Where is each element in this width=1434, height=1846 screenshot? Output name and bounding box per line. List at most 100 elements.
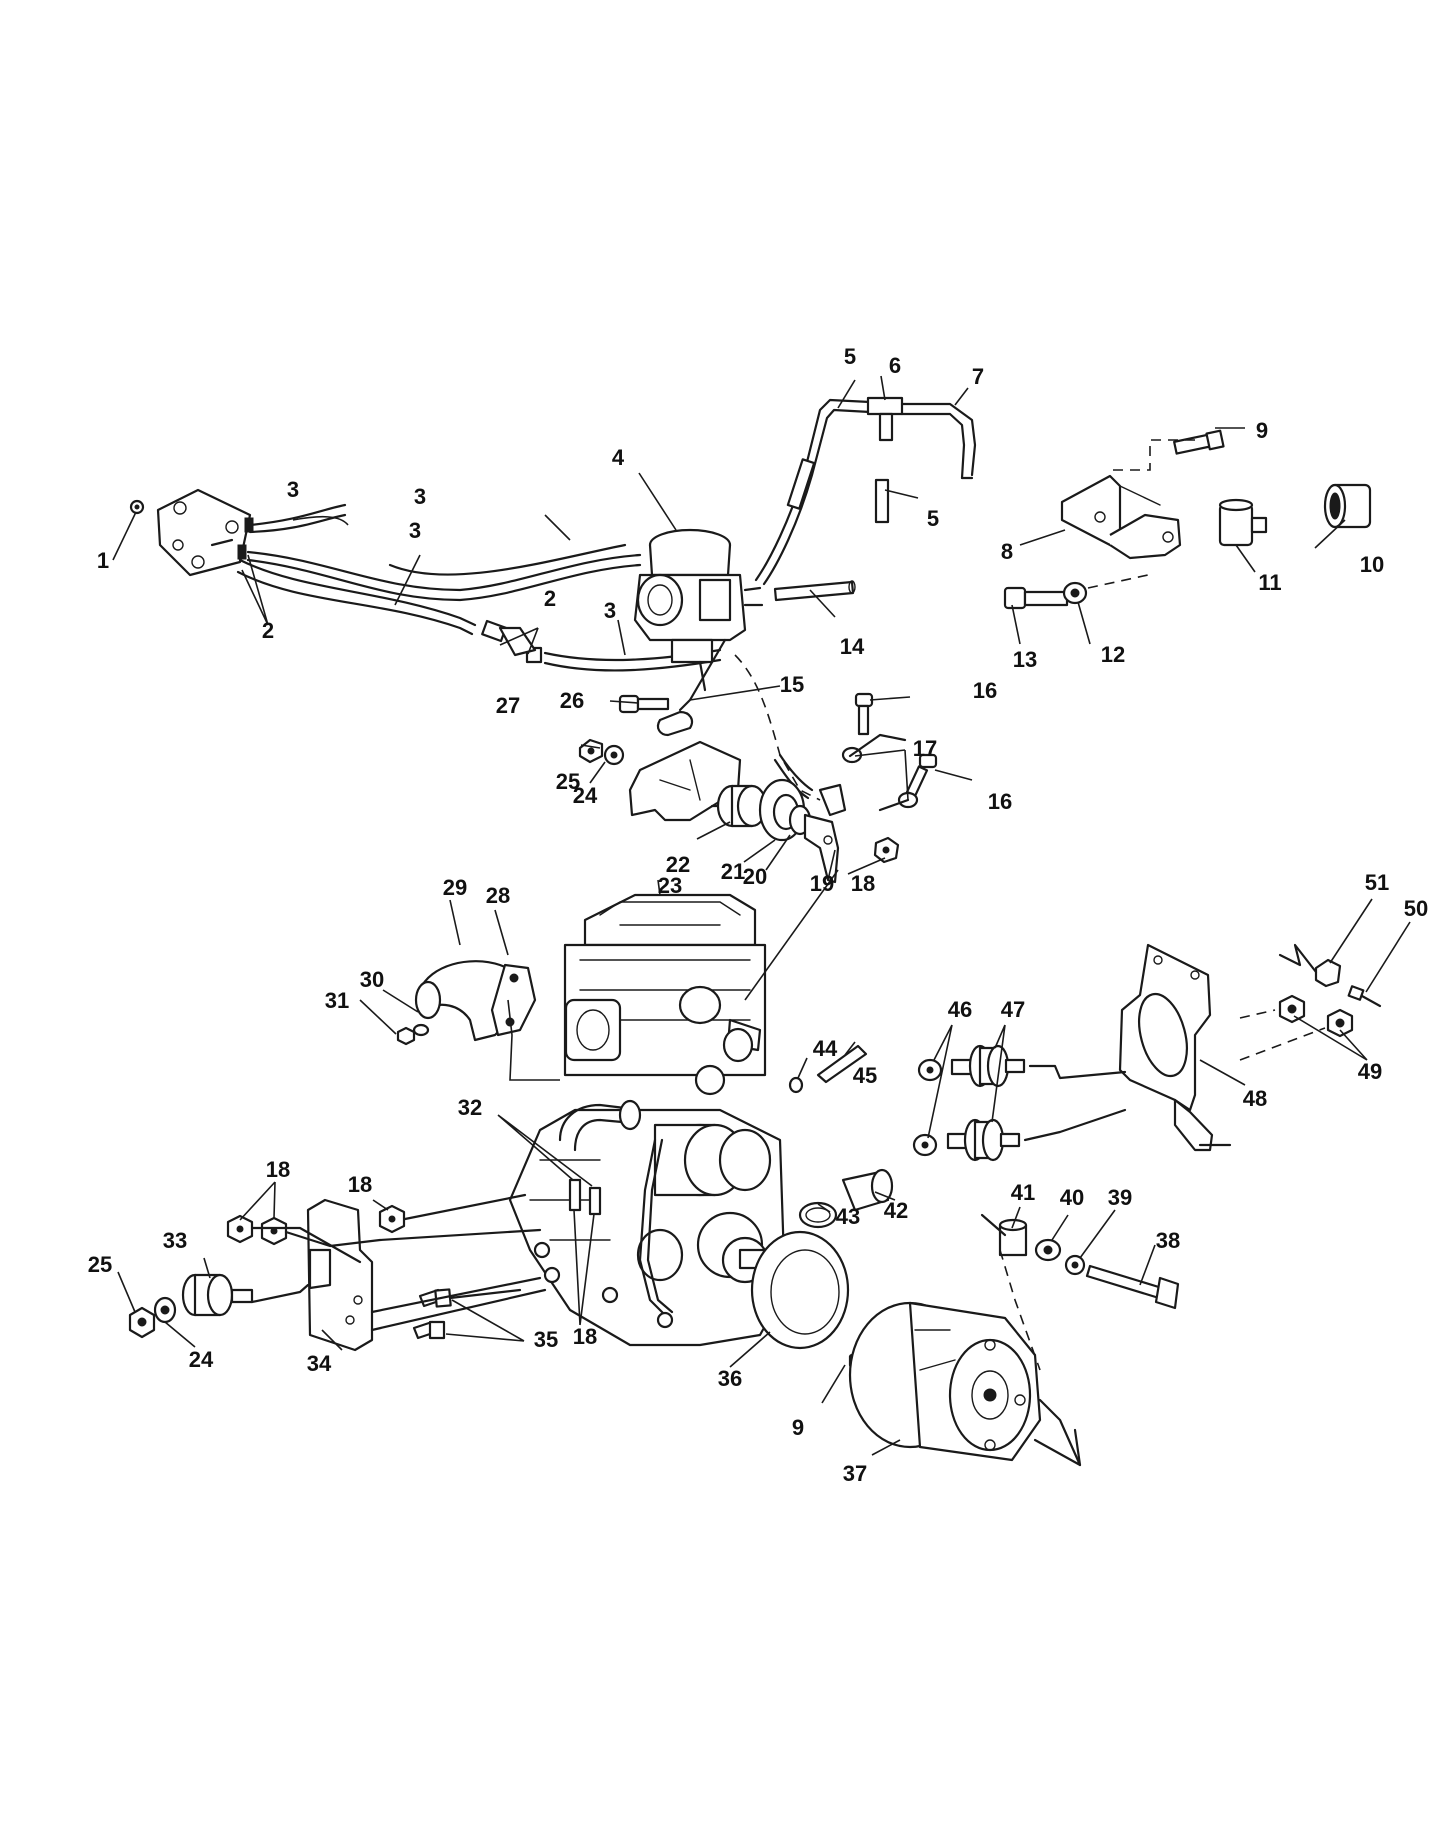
pump-screw <box>129 499 145 515</box>
callout-3: 3 <box>287 477 299 502</box>
overflow-hose <box>773 580 856 602</box>
bushing <box>1323 483 1372 529</box>
callout-9: 9 <box>792 1415 804 1440</box>
mount-47a <box>950 1044 1026 1088</box>
callout-46: 46 <box>948 997 972 1022</box>
vent-hoses <box>754 396 977 586</box>
nut-18-b <box>260 1216 288 1246</box>
callout-16: 16 <box>988 789 1012 814</box>
callout-3: 3 <box>414 484 426 509</box>
callout-17: 17 <box>913 736 937 761</box>
clutch-bolt <box>1085 1264 1180 1310</box>
throttle-lever <box>803 813 840 884</box>
nut-18-a <box>226 1214 254 1244</box>
callout-42: 42 <box>884 1198 908 1223</box>
lockwasher-30 <box>412 1023 430 1037</box>
boot-42 <box>841 1168 894 1212</box>
callout-10: 10 <box>1360 552 1384 577</box>
spacer-41 <box>998 1218 1028 1257</box>
callout-18: 18 <box>573 1324 597 1349</box>
callout-43: 43 <box>836 1204 860 1229</box>
screw-50 <box>1347 985 1382 1008</box>
cable-end <box>818 783 847 817</box>
nut-49b <box>1326 1008 1354 1038</box>
mount-plate <box>306 1198 374 1352</box>
screw-16b <box>905 753 938 797</box>
callout-20: 20 <box>743 864 767 889</box>
callout-26: 26 <box>560 688 584 713</box>
callout-33: 33 <box>163 1228 187 1253</box>
callout-32: 32 <box>458 1095 482 1120</box>
callout-6: 6 <box>889 353 901 378</box>
clamp-51 <box>1278 943 1342 988</box>
callout-31: 31 <box>325 988 349 1013</box>
callout-28: 28 <box>486 883 510 908</box>
callout-4: 4 <box>612 445 625 470</box>
callout-8: 8 <box>1001 539 1013 564</box>
callout-18: 18 <box>266 1157 290 1182</box>
callout-9: 9 <box>1256 418 1268 443</box>
callout-11: 11 <box>1258 570 1281 595</box>
washer-24-lower <box>153 1296 177 1324</box>
callout-22: 22 <box>666 852 690 877</box>
callout-21: 21 <box>721 859 745 884</box>
callout-18: 18 <box>348 1172 372 1197</box>
callout-51: 51 <box>1365 870 1389 895</box>
callout-37: 37 <box>843 1461 867 1486</box>
callout-23: 23 <box>658 873 682 898</box>
callout-16: 16 <box>973 678 997 703</box>
flange-bolt <box>1003 586 1069 610</box>
callout-5: 5 <box>927 506 939 531</box>
pin-45 <box>816 1044 868 1084</box>
washer-46a <box>917 1058 943 1082</box>
washer-40 <box>1034 1238 1062 1262</box>
bracket-spacer <box>1218 498 1268 547</box>
fuel-pump <box>156 488 254 577</box>
rubber-mount <box>181 1273 254 1317</box>
callout-39: 39 <box>1108 1185 1132 1210</box>
callout-24: 24 <box>189 1347 214 1372</box>
coupling-boss <box>722 1027 754 1063</box>
callout-40: 40 <box>1060 1185 1084 1210</box>
engine <box>508 893 787 1347</box>
mount-47b <box>946 1118 1021 1162</box>
cover-plate <box>750 1230 850 1350</box>
callout-14: 14 <box>840 634 865 659</box>
callout-48: 48 <box>1243 1086 1267 1111</box>
linkage-arm <box>656 710 694 737</box>
callout-34: 34 <box>307 1351 332 1376</box>
callout-3: 3 <box>409 518 421 543</box>
callout-44: 44 <box>813 1036 838 1061</box>
leader-lines <box>112 375 1411 1456</box>
pin-44 <box>788 1076 804 1094</box>
callout-35: 35 <box>534 1327 558 1352</box>
callout-7: 7 <box>972 364 984 389</box>
clutch <box>848 1301 1042 1462</box>
callout-50: 50 <box>1404 896 1428 921</box>
callout-15: 15 <box>780 672 804 697</box>
callout-18: 18 <box>851 871 875 896</box>
washer-24-upper <box>603 744 625 766</box>
callout-2: 2 <box>262 618 274 643</box>
bracket <box>1060 474 1182 560</box>
callout-36: 36 <box>718 1366 742 1391</box>
nut-18-c <box>378 1204 406 1234</box>
bracket-48 <box>1118 943 1232 1152</box>
nut-31 <box>396 1026 416 1046</box>
damper <box>710 784 768 828</box>
bolt-35b <box>412 1320 446 1340</box>
callout-25: 25 <box>556 769 580 794</box>
nut-25-upper <box>578 738 604 764</box>
hose-clamp-43 <box>798 1201 838 1229</box>
nut-18-upper <box>873 836 900 864</box>
bracket-bolt <box>1173 429 1225 455</box>
fuel-filter <box>498 626 537 657</box>
nut-49a <box>1278 994 1306 1024</box>
callout-41: 41 <box>1011 1180 1035 1205</box>
nut-25-lower <box>128 1306 156 1339</box>
callout-12: 12 <box>1101 642 1125 667</box>
carburetor <box>633 528 764 692</box>
